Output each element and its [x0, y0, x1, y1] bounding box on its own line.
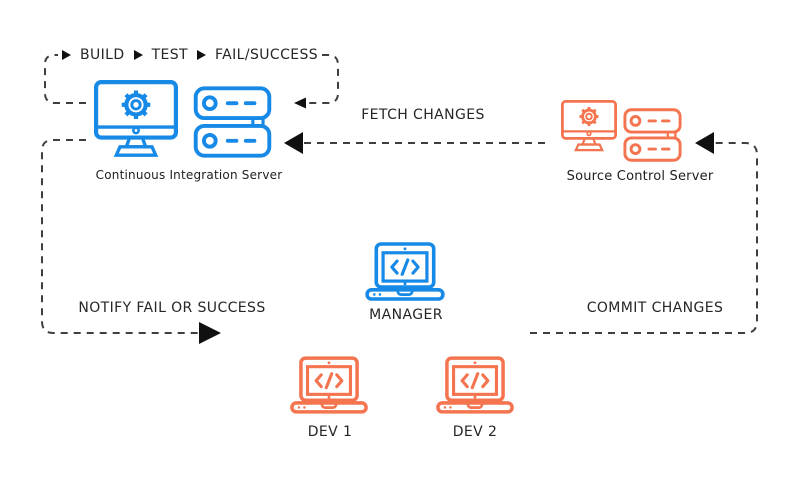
loop-path-right [294, 54, 339, 109]
manager-label: MANAGER [369, 307, 443, 323]
pipeline-steps: BUILD TEST FAIL/SUCCESS [62, 46, 318, 64]
dev1-label: DEV 1 [307, 424, 353, 440]
ci-server-monitor-icon [94, 80, 178, 164]
notify-label: NOTIFY FAIL OR SUCCESS [78, 300, 266, 316]
ci-server-stack-icon [193, 86, 272, 158]
pipeline-step-label: BUILD [80, 47, 125, 63]
pipeline-step-label: FAIL/SUCCESS [215, 47, 319, 63]
commit-changes-label: COMMIT CHANGES [586, 300, 724, 316]
pipeline-step-label: TEST [151, 47, 188, 63]
manager-laptop-icon [365, 242, 445, 301]
dev2-laptop-icon [436, 356, 514, 414]
loop-arrowhead-icon [294, 97, 306, 109]
fetch-changes-label: FETCH CHANGES [361, 107, 485, 123]
dev2-label: DEV 2 [452, 424, 498, 440]
ci-server-label: Continuous Integration Server [95, 168, 283, 182]
fetch-arrowhead-icon [284, 132, 303, 154]
notify-line [41, 139, 221, 344]
notify-arrowhead-icon [199, 322, 221, 344]
source-control-stack-icon [623, 108, 682, 162]
arrow-right-icon [197, 50, 206, 60]
dev1-laptop-icon [290, 356, 368, 414]
source-control-monitor-icon [561, 100, 617, 156]
fetch-changes-line [284, 132, 545, 154]
arrow-right-icon [133, 50, 143, 60]
commit-arrowhead-icon [695, 132, 714, 154]
commit-changes-line [530, 132, 758, 334]
source-control-server-label: Source Control Server [566, 169, 714, 184]
arrow-right-icon [62, 50, 71, 60]
